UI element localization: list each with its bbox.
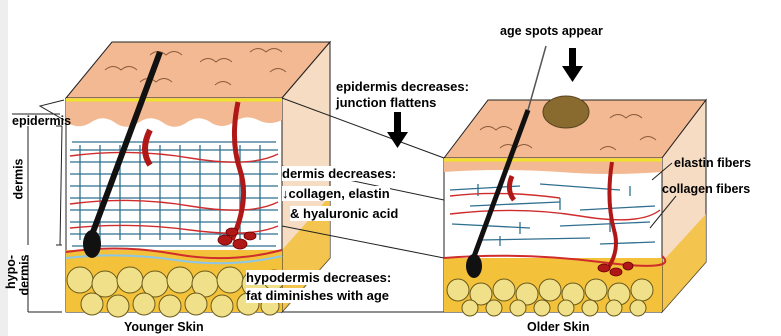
dermis-label: dermis xyxy=(12,159,26,200)
hypodermis-change-line2: fat diminishes with age xyxy=(246,288,389,303)
dermis-change-line1: dermis decreases: xyxy=(282,166,396,181)
dermis-change-line2: ↓collagen, elastin xyxy=(282,186,390,201)
collagen-fibers-label: collagen fibers xyxy=(662,182,750,196)
older-skin-caption: Older Skin xyxy=(527,320,590,334)
age-spots-label: age spots appear xyxy=(500,24,603,38)
dermis-change-line3: & hyaluronic acid xyxy=(290,206,398,221)
hypodermis-label-line1: hypo- xyxy=(4,255,18,289)
age-spot xyxy=(543,96,589,128)
older-skin-block xyxy=(444,46,706,316)
hypodermis-label-line2: dermis xyxy=(18,255,32,296)
epidermis-change-line2: junction flattens xyxy=(336,95,436,110)
elastin-fibers-label: elastin fibers xyxy=(674,156,751,170)
hypodermis-change-line1: hypodermis decreases: xyxy=(246,270,391,285)
epidermis-change-line1: epidermis decreases: xyxy=(336,79,469,94)
epidermis-label: epidermis xyxy=(12,114,71,128)
age-spots-arrow xyxy=(562,48,583,82)
epidermis-arrow xyxy=(387,112,408,148)
younger-skin-caption: Younger Skin xyxy=(124,320,204,334)
older-fat-cells xyxy=(447,279,653,316)
